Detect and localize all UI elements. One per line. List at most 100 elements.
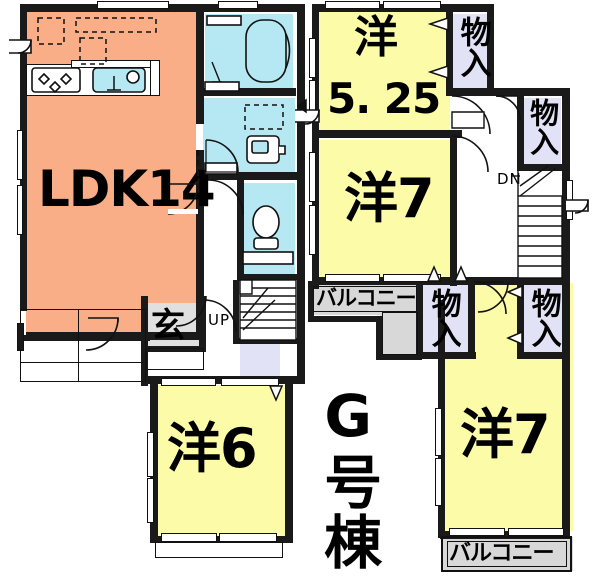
wall-bed525-bottom [312, 130, 462, 138]
label-ldk: LDK14 [38, 160, 216, 218]
window-bed6-south-a [161, 533, 217, 542]
genkan-step [146, 348, 204, 370]
wall-closet-a-left [446, 8, 453, 96]
window-2f-north-a [325, 1, 380, 9]
label-genkan: 玄 [151, 306, 185, 346]
wall-bed7a-right [450, 130, 457, 286]
window-2f-east [566, 180, 573, 220]
wall-washroom-bottom [203, 172, 298, 180]
wall-closet-b-left [517, 92, 524, 170]
staircase-up-1f [239, 279, 297, 341]
wall-2f-right [562, 88, 570, 538]
wall-ldk-right-2 [196, 150, 204, 340]
wall-balcony-a-left [308, 281, 314, 321]
wall-bath-bottom [196, 88, 296, 96]
kitchen-counter [26, 64, 153, 96]
wall-ldk-right [196, 4, 204, 124]
wall-genkan-right [199, 296, 206, 352]
wall-2f-corridor-bottom [455, 277, 570, 285]
porch-step [20, 362, 146, 382]
wall-2f-top-right [487, 88, 569, 96]
label-bed-525-bottom: 5. 25 [327, 74, 441, 123]
label-closet-a: 物入 [454, 16, 491, 78]
wall-closet-c-right [468, 281, 475, 359]
corridor-2f [455, 96, 521, 282]
window-bed6-south-b [219, 533, 277, 542]
window-bed6-north-b [221, 378, 279, 386]
window-bed7b-west [435, 408, 442, 456]
room-balcony-b [443, 537, 573, 571]
kitchen-counter-upper [71, 60, 153, 68]
wall-closet-d-left [517, 281, 524, 359]
wall-2f-right-upper [487, 4, 494, 96]
wall-1f-right [297, 4, 305, 384]
room-closet-b [523, 98, 561, 166]
room-bath [205, 14, 293, 92]
wall-closet-b-bottom [517, 164, 569, 171]
window-2f-north-b [383, 1, 441, 9]
label-closet-d: 物入 [525, 288, 561, 348]
wall-balcony-a-bottom [308, 316, 380, 322]
window-bed525-west-b [309, 80, 316, 122]
window-bed7b-south-b [508, 528, 564, 536]
window-ldk-west-a [17, 130, 23, 180]
wall-balcony-a-bot2 [376, 354, 422, 360]
window-bed7a-south-b [383, 274, 441, 282]
wall-closet-a-bottom [446, 88, 494, 96]
balcony-a-inner [313, 286, 417, 312]
label-closet-b: 物入 [525, 98, 560, 156]
wall-1f-left [20, 4, 27, 309]
label-stair-dn: DN [497, 170, 522, 188]
window-ldk-north [97, 1, 169, 9]
wall-2f-left [312, 4, 319, 289]
window-bed7b-south-a [449, 528, 505, 536]
wall-closet-c-bottom [416, 352, 476, 359]
label-bed-7a: 洋7 [344, 167, 435, 230]
window-bed6-west [147, 432, 154, 477]
room-balcony-a2 [380, 283, 422, 355]
wall-stair-left-1f [233, 280, 239, 342]
room-bed-6 [155, 385, 288, 540]
room-washroom [203, 98, 295, 178]
window-bed7a-south-a [325, 274, 380, 282]
room-bed-7a [318, 140, 450, 278]
window-bath-north [218, 1, 258, 9]
room-closet-c-overlay [422, 283, 470, 355]
wall-1f-left-lower [20, 303, 27, 311]
wall-closet-d-bottom [517, 352, 569, 359]
wall-toilet-left [237, 176, 244, 281]
wall-closet-c-left [416, 281, 423, 359]
label-bed-7b: 洋7 [460, 403, 551, 466]
window-bed6-west-b [147, 478, 154, 523]
room-closet-a [452, 14, 490, 92]
label-bed-6: 洋6 [167, 417, 258, 480]
kitchen-side-panel [150, 60, 160, 96]
window-bed7a-west-b [309, 205, 316, 255]
room-shoe-box [240, 342, 280, 380]
label-stair-up: UP [208, 311, 231, 329]
room-toilet [243, 183, 295, 275]
label-bed-525-top: 洋 [354, 12, 398, 63]
balcony-b-frame [441, 536, 572, 572]
window-porch-west [17, 323, 24, 351]
wall-2f-bottom [440, 531, 570, 539]
window-bed7b-west-b [435, 458, 442, 506]
wall-stair-bottom-1f [233, 338, 299, 344]
wall-bed6-left [150, 381, 158, 543]
balcony-a2-inner [382, 312, 418, 355]
wall-bed6-right [285, 381, 293, 543]
wall-genkan-bottom [141, 346, 206, 352]
building-label: G号棟 [314, 382, 383, 572]
window-ldk-west-b [17, 185, 23, 235]
wall-toilet-bottom [237, 274, 297, 280]
window-bed525-west [309, 38, 316, 78]
window-bed6-north-a [161, 378, 216, 386]
wall-balcony-a-edge [376, 316, 382, 360]
label-balcony-a: バルコニー [316, 286, 417, 310]
label-balcony-b: バルコニー [449, 541, 555, 566]
label-closet-c: 物入 [425, 288, 461, 348]
room-closet-d-overlay [523, 283, 563, 355]
exterior-step-bed6 [155, 542, 283, 558]
window-bed7a-west [309, 152, 316, 202]
